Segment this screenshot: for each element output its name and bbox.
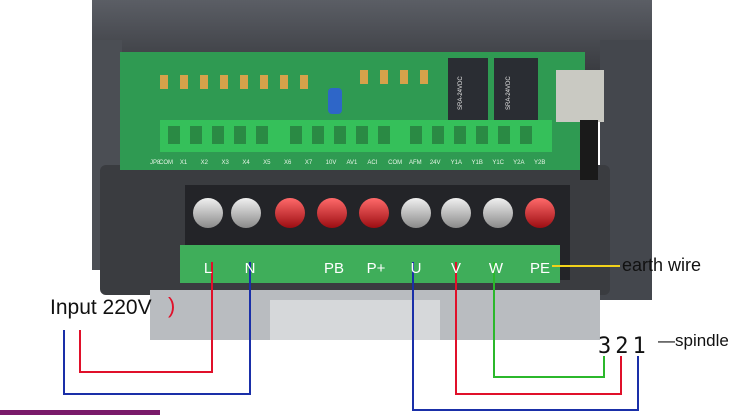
power-terminal-label: N xyxy=(245,260,256,277)
control-terminal-label: X5 xyxy=(263,160,271,166)
relay-label: SRA-24VDC xyxy=(458,76,464,110)
control-terminal-label: Y1A xyxy=(451,160,462,166)
power-screws xyxy=(193,198,555,228)
bottom-bar xyxy=(0,410,160,415)
control-terminal-label: Y1C xyxy=(492,160,504,166)
earth-wire-label: earth wire xyxy=(622,255,702,275)
control-terminal-label: Y2A xyxy=(513,160,524,166)
wire-W xyxy=(493,262,605,378)
wire-V xyxy=(455,262,622,395)
control-terminal-label: Y2B xyxy=(534,160,545,166)
board-header-mark: JP8 xyxy=(150,160,161,166)
spindle-phase-numbers: 321 xyxy=(598,334,650,359)
input-bracket: ) xyxy=(168,293,176,318)
control-terminal-label: X3 xyxy=(222,160,230,166)
resistor-array xyxy=(160,70,428,89)
power-terminal-label: PB xyxy=(324,260,344,277)
resistor-blue xyxy=(328,88,342,114)
control-terminal-label: ACI xyxy=(367,160,377,166)
control-terminal-label: AFM xyxy=(409,160,422,166)
control-terminal-label: 24V xyxy=(430,160,441,166)
ribbon-cable xyxy=(580,120,598,180)
power-terminal-label: W xyxy=(489,260,504,277)
wiring-overlay xyxy=(63,262,639,411)
power-terminal-label: L xyxy=(204,260,212,277)
control-terminal-label: 10V xyxy=(326,160,337,166)
power-terminal-label: P+ xyxy=(367,260,386,277)
control-terminal-label: X4 xyxy=(242,160,250,166)
control-terminal-label: X2 xyxy=(201,160,209,166)
relay-label: SRA-24VDC xyxy=(506,76,512,110)
power-terminal-label: U xyxy=(411,260,422,277)
control-terminal-label: X7 xyxy=(305,160,313,166)
relay-1 xyxy=(448,58,488,120)
rj45-port xyxy=(556,70,604,122)
input-voltage-label: Input 220V xyxy=(50,296,152,319)
control-terminal-label: Y1B xyxy=(472,160,483,166)
relay-2 xyxy=(494,58,538,120)
power-terminal-label-strip xyxy=(180,245,560,283)
control-terminal-label: X1 xyxy=(180,160,188,166)
power-terminal-label: PE xyxy=(530,260,550,277)
wire-input-L xyxy=(79,262,213,373)
control-terminal-screws xyxy=(168,126,532,144)
control-terminal-label: COM xyxy=(388,160,402,166)
control-terminal-label: X6 xyxy=(284,160,292,166)
spindle-label: —spindle xyxy=(658,331,729,350)
heatsink-vent xyxy=(270,300,440,340)
control-terminal-label: COM xyxy=(159,160,173,166)
control-terminal-label: AV1 xyxy=(347,160,359,166)
power-terminal-label: V xyxy=(451,260,461,277)
wire-input-N xyxy=(63,262,251,395)
wire-U xyxy=(412,262,639,411)
